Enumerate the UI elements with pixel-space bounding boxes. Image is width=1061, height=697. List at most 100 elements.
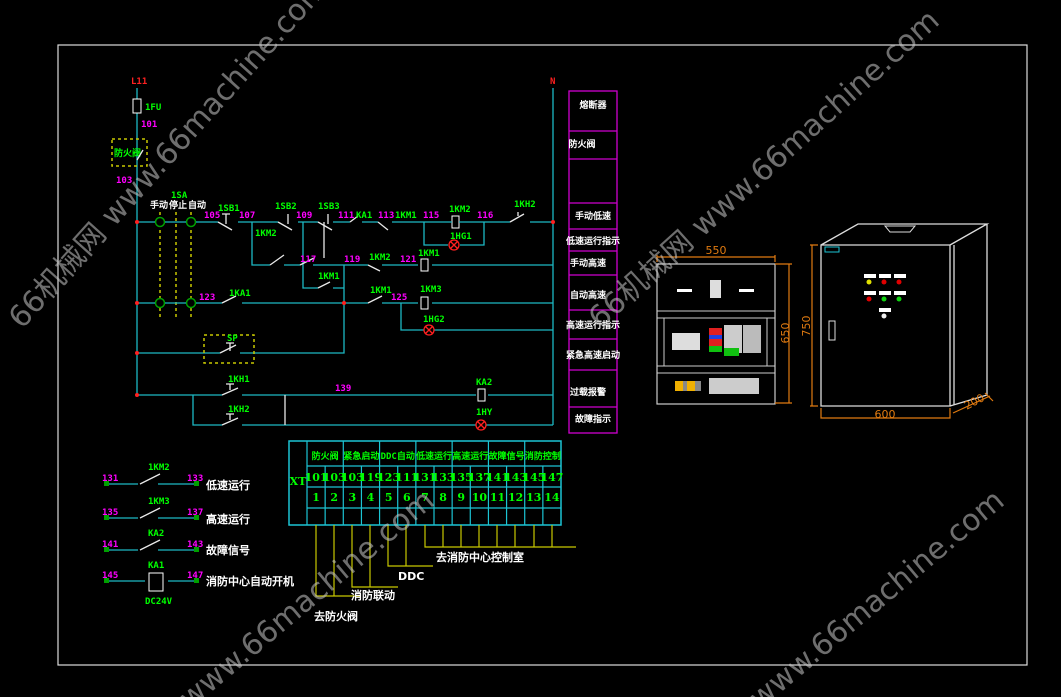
panel-internal-layout: 550 650 bbox=[656, 244, 792, 405]
terminal-number: 5 bbox=[385, 491, 393, 504]
signal-device: KA1 bbox=[148, 561, 164, 571]
lamp-icon bbox=[448, 239, 460, 251]
terminal-wire-number: 137 bbox=[468, 471, 491, 484]
enclosure-view: 600 750 200 bbox=[800, 223, 994, 421]
km2-interlock-label: 1KM2 bbox=[255, 229, 277, 239]
watermark: 66机械网 www.66machine.com bbox=[2, 0, 335, 335]
signal-label: 高速运行 bbox=[206, 512, 250, 526]
wire-105: 105 bbox=[204, 211, 220, 221]
signal-device: 1KM3 bbox=[148, 497, 170, 507]
dest-damper: 去防火阀 bbox=[314, 609, 358, 623]
sb1-label: 1SB1 bbox=[218, 204, 240, 214]
coil-icon bbox=[420, 296, 429, 310]
damper-label: 防火阀 bbox=[114, 147, 141, 159]
selector-label: 1SA bbox=[171, 191, 188, 201]
coil-icon bbox=[477, 388, 486, 402]
signal-to: 147 bbox=[187, 571, 203, 581]
fuse-icon bbox=[132, 98, 142, 114]
terminal-wire-number: 103 bbox=[341, 471, 364, 484]
terminal-number: 3 bbox=[349, 491, 357, 504]
watermark: 66机械网 www.66machine.com bbox=[582, 3, 946, 336]
wire-111: 111 bbox=[338, 211, 354, 221]
function-label: 故障指示 bbox=[575, 413, 611, 425]
sp-label: SP bbox=[227, 334, 238, 344]
breaker-icon bbox=[710, 280, 721, 298]
signal-from: 131 bbox=[102, 474, 118, 484]
selector-stop: 停止 bbox=[169, 199, 187, 211]
terminal-number: 6 bbox=[403, 491, 411, 504]
sb2-label: 1SB2 bbox=[275, 202, 297, 212]
km1-hold-label: 1KM1 bbox=[318, 272, 340, 282]
terminal-wire-number: 111 bbox=[395, 471, 418, 484]
function-label: 过载报警 bbox=[570, 386, 606, 398]
dest-fire-link: 消防联动 bbox=[351, 588, 395, 602]
wire-115: 115 bbox=[423, 211, 439, 221]
wire-139: 139 bbox=[335, 384, 351, 394]
terminal-number: 14 bbox=[544, 491, 560, 504]
function-label: 紧急高速启动 bbox=[566, 349, 620, 361]
wire-125: 125 bbox=[391, 293, 407, 303]
terminal-group-header: 故障信号 bbox=[489, 450, 525, 462]
terminal-strip-label: XT bbox=[290, 475, 308, 488]
function-label: 高速运行指示 bbox=[566, 319, 620, 331]
terminal-block-icon bbox=[672, 333, 700, 350]
terminal-number: 11 bbox=[490, 491, 505, 504]
signal-device: KA2 bbox=[148, 529, 164, 539]
coil-icon bbox=[420, 258, 429, 272]
control-schematic: L11 N 1FU 101 防火阀 103 1SA 手动 停止 自动 105 1… bbox=[111, 77, 555, 431]
dest-ddc: DDC bbox=[398, 570, 424, 583]
function-label: 自动高速 bbox=[570, 289, 606, 301]
km2-nc-label: 1KM2 bbox=[369, 253, 391, 263]
sb3-label: 1SB3 bbox=[318, 202, 340, 212]
ka1-label: KA1 bbox=[356, 211, 372, 221]
signal-to: 133 bbox=[187, 474, 203, 484]
km1-nc-label: 1KM1 bbox=[370, 286, 392, 296]
signal-from: 141 bbox=[102, 540, 118, 550]
selector-manual: 手动 bbox=[150, 199, 168, 211]
terminal-number: 8 bbox=[439, 491, 447, 504]
dim-width: 600 bbox=[875, 408, 896, 421]
coil-icon bbox=[451, 215, 460, 229]
terminal-wire-number: 103 bbox=[323, 471, 346, 484]
terminal-number: 7 bbox=[421, 491, 429, 504]
km2-coil-label: 1KM2 bbox=[449, 205, 471, 215]
wire-121: 121 bbox=[400, 255, 416, 265]
selector-contact-icon bbox=[154, 216, 166, 228]
ka1-auto-label: 1KA1 bbox=[229, 289, 251, 299]
km1-contact-label: 1KM1 bbox=[395, 211, 417, 221]
wire-116: 116 bbox=[477, 211, 493, 221]
signal-from: 135 bbox=[102, 508, 118, 518]
terminal-group-header: 消防控制 bbox=[525, 450, 561, 462]
terminal-wire-number: 119 bbox=[359, 471, 382, 484]
terminal-wire-number: 135 bbox=[450, 471, 473, 484]
signal-row: 145 KA1 147 消防中心自动开机 DC24V bbox=[102, 561, 294, 607]
signal-row: 131 1KM2 133 低速运行 bbox=[102, 463, 250, 492]
dest-fire-center: 去消防中心控制室 bbox=[436, 550, 524, 564]
wire-109: 109 bbox=[296, 211, 312, 221]
function-label: 手动低速 bbox=[575, 210, 611, 222]
wire-113: 113 bbox=[378, 211, 394, 221]
terminal-group-header: 紧急启动 bbox=[343, 450, 379, 462]
kh1-label: 1KH1 bbox=[228, 375, 250, 385]
terminal-number: 13 bbox=[526, 491, 541, 504]
terminal-number: 2 bbox=[330, 491, 338, 504]
damper-box bbox=[111, 138, 148, 167]
terminal-wire-number: 141 bbox=[486, 471, 509, 484]
terminal-wire-number: 133 bbox=[432, 471, 455, 484]
kh1-b-label: 1KH2 bbox=[228, 405, 250, 415]
terminal-wire-number: 147 bbox=[540, 471, 563, 484]
dim-inner-width: 550 bbox=[706, 244, 727, 257]
dim-height: 750 bbox=[800, 316, 813, 337]
terminal-number: 9 bbox=[457, 491, 465, 504]
neutral-label: N bbox=[550, 77, 555, 87]
function-label: 熔断器 bbox=[579, 99, 607, 111]
function-label: 低速运行指示 bbox=[565, 235, 620, 247]
terminal-group-header: 防火阀 bbox=[312, 450, 339, 462]
contactor-icon bbox=[724, 325, 742, 353]
terminal-group-header: 高速运行 bbox=[452, 450, 488, 462]
fuse-label: 1FU bbox=[145, 103, 161, 113]
terminal-group-header: DDC自动 bbox=[381, 450, 415, 462]
selector-auto: 自动 bbox=[188, 199, 206, 211]
selector-contact-icon bbox=[185, 216, 197, 228]
